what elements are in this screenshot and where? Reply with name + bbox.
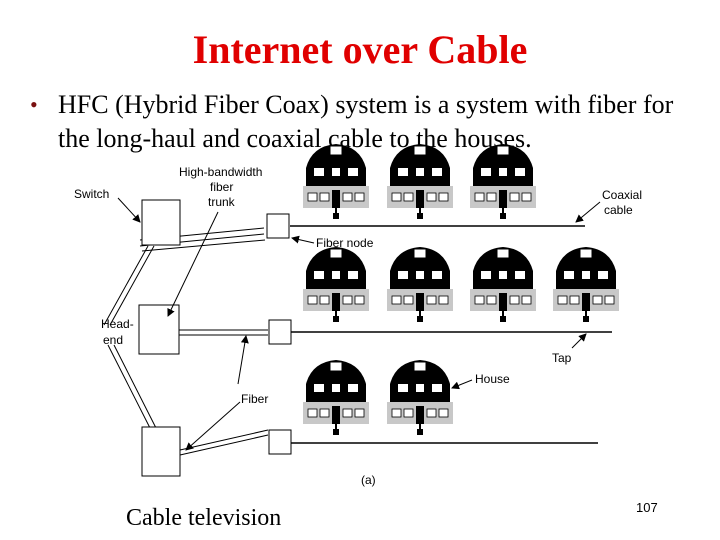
page-number: 107	[636, 500, 658, 515]
slide-caption: Cable television	[126, 505, 282, 531]
label-coax-2: cable	[604, 203, 633, 217]
label-fiber: Fiber	[241, 392, 268, 406]
label-trunk-1: High-bandwidth	[179, 165, 262, 179]
label-arrows	[117, 197, 601, 451]
label-sub-a: (a)	[361, 473, 376, 487]
label-fiber-node: Fiber node	[316, 236, 374, 250]
label-house: House	[475, 372, 510, 386]
bullet-marker: •	[30, 92, 38, 117]
houses-row-2	[302, 246, 620, 323]
houses-row-3	[302, 359, 454, 436]
label-trunk-3: trunk	[208, 195, 236, 209]
label-tap: Tap	[552, 351, 572, 365]
fiber-node-bottom	[268, 429, 292, 455]
headend-box	[138, 304, 180, 355]
label-headend-2: end	[103, 333, 123, 347]
fiber-trunks	[103, 227, 269, 456]
fiber-node-mid	[268, 319, 292, 345]
switch-box	[141, 199, 181, 246]
label-trunk-2: fiber	[210, 180, 233, 194]
slide-title: Internet over Cable	[192, 27, 528, 72]
label-coax-1: Coaxial	[602, 188, 642, 202]
bullet-item: • HFC (Hybrid Fiber Coax) system is a sy…	[30, 88, 710, 156]
houses-row-1	[302, 143, 537, 220]
switch-box-lower	[141, 426, 181, 477]
label-switch: Switch	[74, 187, 109, 201]
fiber-node-top	[266, 213, 290, 239]
coaxial-cables	[290, 225, 612, 444]
bullet-text: HFC (Hybrid Fiber Coax) system is a syst…	[58, 90, 674, 153]
label-headend-1: Head-	[101, 317, 134, 331]
